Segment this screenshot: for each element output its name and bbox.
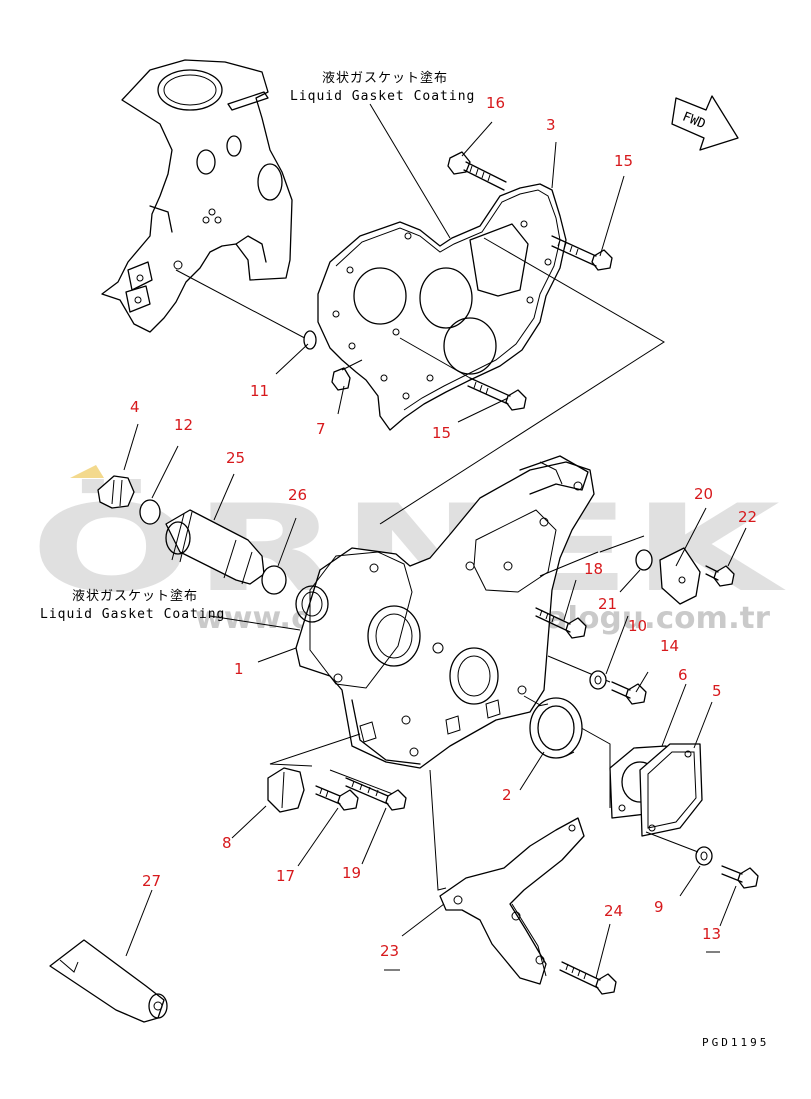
bolt-24: [559, 961, 617, 995]
bracket-23: [439, 817, 585, 985]
o-ring-12: [139, 499, 161, 525]
callout-8: 8: [222, 834, 232, 852]
note-top-en: Liquid Gasket Coating: [290, 89, 475, 104]
callout-18: 18: [584, 560, 603, 578]
drawing-code: PGD1195: [702, 1036, 769, 1049]
callout-26: 26: [288, 486, 307, 504]
oil-seal-2: [529, 697, 583, 759]
cover-20: [659, 547, 701, 605]
callout-3: 3: [546, 116, 556, 134]
callout-2: 2: [502, 786, 512, 804]
callout-1: 1: [234, 660, 244, 678]
callout-13: 13: [702, 925, 721, 943]
gasket-plate: [317, 183, 567, 431]
callout-5: 5: [712, 682, 722, 700]
callout-23: 23: [380, 942, 399, 960]
o-ring-26: [261, 565, 287, 595]
watermark-accent: [70, 465, 104, 478]
callout-19: 19: [342, 864, 361, 882]
note-top: 液状ガスケット塗布 Liquid Gasket Coating: [290, 70, 475, 104]
bolt-17: [315, 785, 359, 811]
callout-21: 21: [598, 595, 617, 613]
callout-4: 4: [130, 398, 140, 416]
callout-7: 7: [316, 420, 326, 438]
callout-25: 25: [226, 449, 245, 467]
engine-block: [101, 59, 293, 333]
callout-17: 17: [276, 867, 295, 885]
callout-16: 16: [486, 94, 505, 112]
callout-15-upper: 15: [614, 152, 633, 170]
note-left-en: Liquid Gasket Coating: [40, 607, 225, 622]
callout-6: 6: [678, 666, 688, 684]
callout-10: 10: [628, 617, 647, 635]
callout-numbers: 16 3 15 11 7 15 4 12 25 26 1 2 6 5 10 14…: [130, 94, 757, 960]
gasket-21: [635, 549, 653, 571]
front-cover-housing: [295, 455, 595, 769]
cover-leader: [645, 831, 699, 853]
dowel-pin-7: [331, 359, 363, 391]
note-left-jp: 液状ガスケット塗布: [72, 588, 198, 604]
cover-5: [639, 743, 703, 837]
callout-22: 22: [738, 508, 757, 526]
fwd-arrow: FWD: [671, 95, 739, 151]
callout-14: 14: [660, 637, 679, 655]
bolt-18: [535, 607, 587, 639]
callout-27: 27: [142, 872, 161, 890]
bolt-15-upper: [551, 235, 613, 271]
bolt-16: [447, 151, 507, 191]
plug-4: [97, 475, 135, 509]
callout-20: 20: [694, 485, 713, 503]
bolt-19: [345, 777, 407, 811]
callout-leaders: [123, 121, 747, 979]
callout-9: 9: [654, 898, 664, 916]
bolt-13: [721, 865, 759, 889]
callout-11: 11: [250, 382, 269, 400]
note-top-jp: 液状ガスケット塗布: [322, 70, 448, 86]
washer-10: [589, 670, 607, 690]
bolt-22: [705, 565, 735, 587]
cap-8: [267, 767, 305, 813]
gasket-tube-27: [49, 939, 168, 1023]
washer-9: [695, 846, 713, 866]
bolt-14: [611, 681, 647, 705]
callout-12: 12: [174, 416, 193, 434]
callout-24: 24: [604, 902, 623, 920]
callout-15-lower: 15: [432, 424, 451, 442]
upper-leader-lines: [175, 103, 665, 525]
note-left: 液状ガスケット塗布 Liquid Gasket Coating: [40, 588, 225, 622]
